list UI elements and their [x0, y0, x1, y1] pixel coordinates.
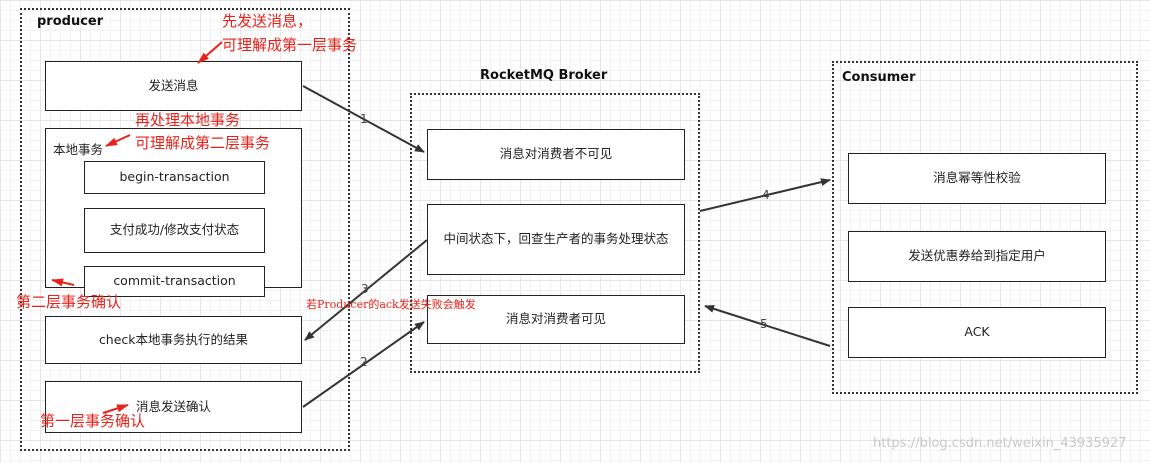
- annotation-first-send-1: 先发送消息，: [222, 12, 313, 30]
- producer-container: [20, 8, 350, 451]
- annotation-local-2: 可理解成第二层事务: [135, 134, 271, 152]
- arrow-4-label: 4: [762, 188, 770, 202]
- broker-container: [410, 93, 700, 373]
- commit-transaction-box: commit-transaction: [84, 266, 265, 297]
- begin-transaction-box: begin-transaction: [84, 161, 265, 194]
- arrow-4: [699, 178, 831, 212]
- message-confirm-box: 消息发送确认: [45, 381, 302, 433]
- red-arrow-first-send: [197, 41, 223, 64]
- annotation-first-send-2: 可理解成第一层事务: [222, 36, 358, 54]
- arrow-2: [302, 321, 425, 408]
- visible-box: 消息对消费者可见: [427, 295, 685, 344]
- arrow-5-label: 5: [760, 317, 768, 331]
- annotation-second-confirm: 第二层事务确认: [16, 293, 122, 311]
- consumer-title: Consumer: [842, 70, 916, 85]
- send-message-box: 发送消息: [45, 61, 302, 111]
- red-arrow-local: [105, 134, 131, 147]
- local-transaction-label: 本地事务: [53, 142, 104, 157]
- invisible-box: 消息对消费者不可见: [427, 129, 685, 180]
- consumer-container: [832, 61, 1138, 394]
- producer-title: producer: [37, 14, 104, 29]
- arrow-1-label: 1: [360, 112, 368, 126]
- intermediate-box: 中间状态下，回查生产者的事务处理状态: [427, 204, 685, 275]
- arrow-5: [704, 304, 831, 347]
- annotation-ack-note: 若Producer的ack发送失败会触发: [306, 298, 476, 311]
- red-arrow-second-confirm: [51, 278, 75, 287]
- watermark: https://blog.csdn.net/weixin_43935927: [873, 436, 1127, 451]
- check-result-box: check本地事务执行的结果: [45, 316, 302, 364]
- broker-title: RocketMQ Broker: [480, 68, 608, 83]
- arrow-1: [302, 85, 425, 153]
- annotation-first-confirm: 第一层事务确认: [40, 412, 146, 430]
- arrow-3-label: 3: [361, 282, 369, 296]
- annotation-local-1: 再处理本地事务: [135, 111, 241, 129]
- arrow-3: [304, 239, 428, 341]
- ack-box: ACK: [848, 307, 1106, 358]
- send-coupon-box: 发送优惠券给到指定用户: [848, 231, 1106, 282]
- arrow-2-label: 2: [360, 355, 368, 369]
- red-arrow-first-confirm: [102, 404, 129, 414]
- pay-success-box: 支付成功/修改支付状态: [84, 208, 265, 253]
- idempotent-box: 消息幂等性校验: [848, 153, 1106, 204]
